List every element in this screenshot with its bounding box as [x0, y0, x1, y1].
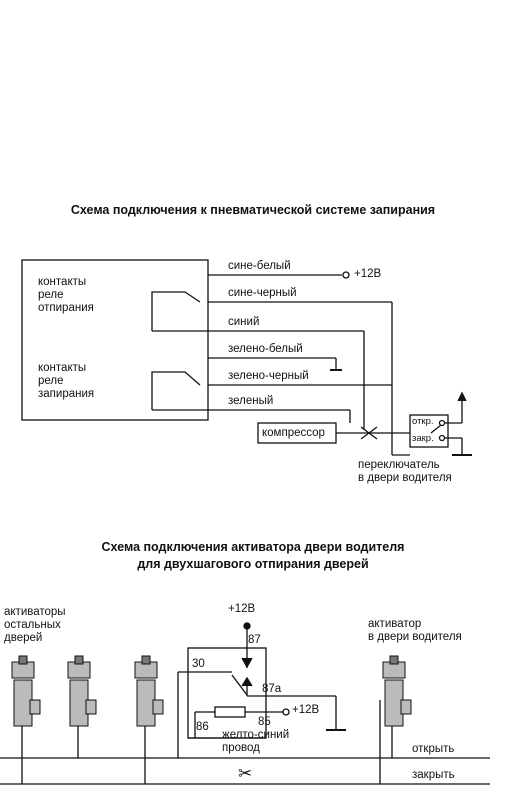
actuator-driver [382, 655, 412, 727]
plus12v-label: +12В [354, 268, 382, 280]
wire-note-label: желто-синий провод [222, 729, 290, 754]
diagram2-title-line1: Схема подключения активатора двери водит… [101, 540, 405, 554]
relay-lock-label: контакты реле запирания [38, 362, 95, 400]
pin85-label: 85 [258, 716, 271, 728]
actuator-2 [67, 655, 97, 727]
wire-label-blue-white: сине-белый [228, 260, 291, 272]
bus-open-label: открыть [412, 743, 455, 755]
other-actuators-label: активаторы остальных дверей [4, 606, 66, 644]
plus12v-right-label: +12В [292, 704, 320, 716]
switch-open-label: откр. [412, 416, 434, 427]
relay-unlock-label: контакты реле отпирания [38, 276, 94, 314]
diagram2-title-line2: для двухшагового отпирания дверей [137, 557, 369, 571]
pin86-label: 86 [196, 721, 209, 733]
plus12v-top-label: +12В [228, 603, 256, 615]
relay-box [21, 259, 209, 421]
diagram1-title: Схема подключения к пневматической систе… [70, 203, 436, 217]
terminal-12v [342, 271, 350, 279]
wire-label-green: зеленый [228, 395, 274, 407]
compressor-label: компрессор [262, 427, 325, 439]
pin87a-label: 87a [262, 683, 282, 695]
pin87-label: 87 [248, 634, 261, 646]
switch-close-label: закр. [412, 433, 434, 444]
bus-close-label: закрыть [412, 769, 455, 781]
relay-coil [214, 706, 246, 718]
wire-label-blue-black: сине-черный [228, 287, 297, 299]
wire-label-blue: синий [228, 316, 260, 328]
svg-text:✂: ✂ [238, 764, 252, 784]
driver-switch [409, 414, 449, 448]
wire-label-green-white: зелено-белый [228, 343, 303, 355]
switch-caption: переключатель в двери водителя [358, 459, 452, 484]
pin30-label: 30 [192, 658, 205, 670]
wire-label-green-black: зелено-черный [228, 370, 309, 382]
actuator-3 [134, 655, 164, 727]
driver-actuator-label: активатор в двери водителя [368, 618, 462, 643]
actuator-1 [11, 655, 41, 727]
